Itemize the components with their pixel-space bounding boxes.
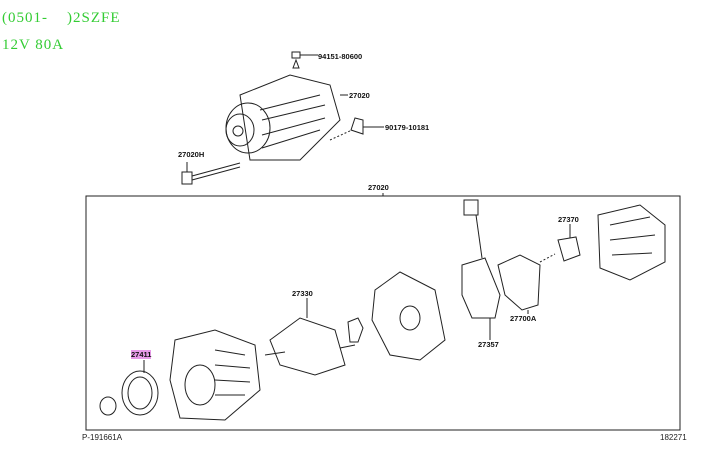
callout-rectifier[interactable]: 27357 bbox=[478, 340, 499, 349]
pulley-drawing bbox=[121, 370, 159, 416]
callout-pulley[interactable]: 27411 bbox=[131, 350, 152, 359]
callout-alternator-assy[interactable]: 27020 bbox=[349, 91, 370, 100]
callout-bolt[interactable]: 27020H bbox=[178, 150, 205, 159]
front-housing-drawing bbox=[169, 329, 261, 421]
callout-brush-holder[interactable]: 27700A bbox=[510, 314, 537, 323]
end-cover-drawing bbox=[597, 204, 666, 281]
callout-bracket[interactable]: 90179-10181 bbox=[385, 123, 430, 132]
model-range-label: (0501- )2SZFE bbox=[2, 10, 121, 26]
brush-holder-drawing bbox=[497, 254, 541, 311]
callout-exploded-assy[interactable]: 27020 bbox=[368, 183, 389, 192]
alternator-assembly-drawing bbox=[181, 51, 384, 185]
callout-cover[interactable]: 27370 bbox=[558, 215, 579, 224]
regulator-cover-drawing bbox=[557, 236, 581, 262]
exploded-view-frame bbox=[85, 195, 681, 431]
rotor-drawing bbox=[269, 317, 346, 376]
diagram-code: P-191661A bbox=[82, 433, 123, 442]
spec-label: 12V 80A bbox=[2, 37, 65, 53]
callout-nut[interactable]: 94151-80600 bbox=[318, 52, 363, 61]
diagram-number: 182271 bbox=[660, 433, 687, 442]
gasket-drawing bbox=[347, 317, 364, 343]
nut-drawing bbox=[99, 396, 117, 416]
callout-rotor[interactable]: 27330 bbox=[292, 289, 313, 298]
rectifier-drawing bbox=[461, 257, 501, 319]
rear-housing-drawing bbox=[371, 271, 446, 361]
